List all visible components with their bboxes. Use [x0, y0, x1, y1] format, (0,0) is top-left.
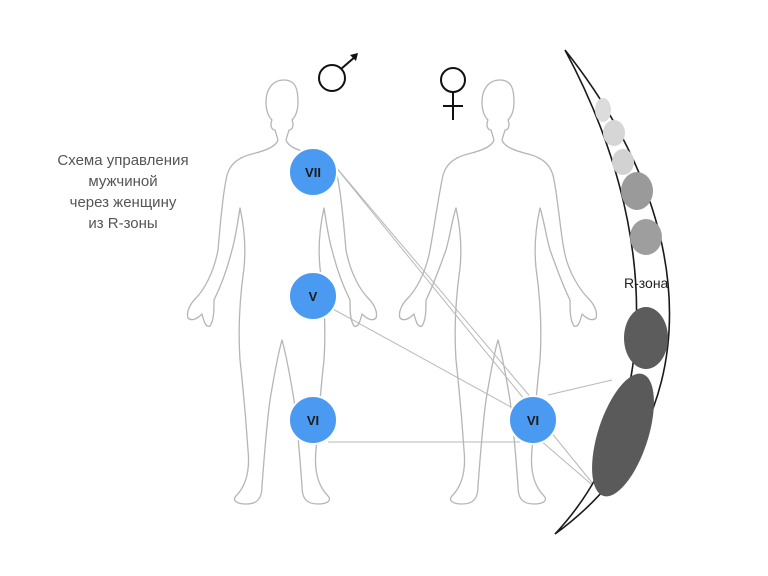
caption-line-3: через женщину	[69, 194, 177, 211]
link-vii-to-zone-bottom	[329, 159, 599, 491]
diagram-caption: Схема управления мужчиной через женщину …	[18, 150, 228, 234]
zone-ellipse-4	[621, 172, 653, 210]
link-woman-vi-to-zone-bottom	[539, 439, 599, 491]
link-v-to-woman-vi	[321, 302, 521, 413]
caption-line-4: из R-зоны	[88, 215, 158, 232]
female-symbol-icon	[440, 67, 466, 120]
zone-ellipse-1	[595, 98, 611, 122]
zone-ellipse-3	[612, 149, 634, 175]
caption-line-2: мужчиной	[88, 173, 158, 190]
link-woman-vi-to-zone	[547, 379, 613, 396]
node-woman-vi: VI	[508, 395, 558, 445]
node-man-v: V	[288, 271, 338, 321]
caption-line-1: Схема управления	[57, 152, 189, 169]
male-symbol-icon	[318, 53, 358, 92]
zone-ellipse-7	[592, 373, 654, 497]
node-man-vii: VII	[288, 147, 338, 197]
node-man-vi: VI	[288, 395, 338, 445]
node-man-vi-label: VI	[307, 413, 319, 428]
r-zone: R-зона	[554, 49, 671, 535]
node-woman-vi-label: VI	[527, 413, 539, 428]
female-figure	[398, 79, 598, 505]
zone-ellipse-6	[624, 307, 668, 369]
male-figure	[186, 79, 378, 505]
zone-ellipse-2	[603, 120, 625, 146]
connection-lines	[321, 159, 613, 491]
zone-ellipse-5	[630, 219, 662, 255]
r-zone-label: R-зона	[624, 275, 669, 291]
link-vii-to-woman-vi	[329, 159, 534, 401]
node-man-vii-label: VII	[305, 165, 321, 180]
node-man-v-label: V	[309, 289, 318, 304]
